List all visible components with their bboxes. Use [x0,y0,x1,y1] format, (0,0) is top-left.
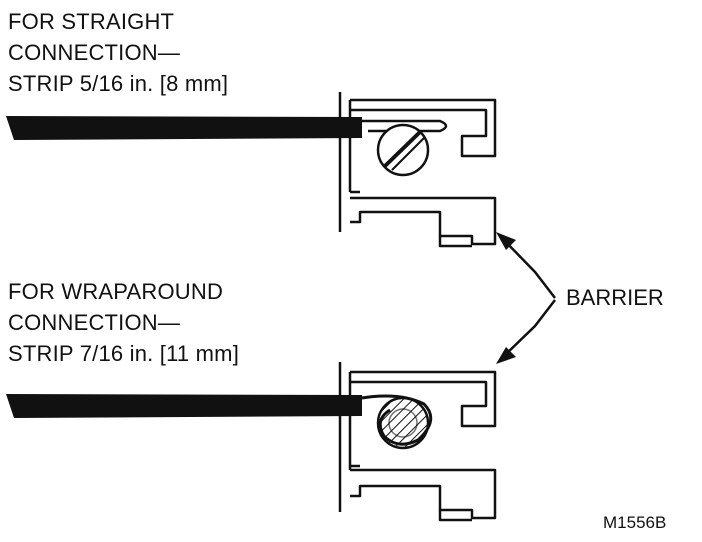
wraparound-wire [6,394,433,446]
lower-terminal-block [338,362,497,522]
barrier-arrows [502,238,556,358]
straight-label-line1: FOR STRAIGHT [8,9,175,34]
upper-terminal-screw [376,123,430,177]
straight-label-line2: CONNECTION— [8,40,181,65]
barrier-label: BARRIER [566,285,664,310]
lower-terminal-screw [376,396,430,450]
barrier-arrowheads [496,232,516,364]
upper-terminal-block [338,92,497,248]
wraparound-label-line2: CONNECTION— [8,310,181,335]
wraparound-label-line3: STRIP 7/16 in. [11 mm] [8,341,240,366]
figure-code: M1556B [603,513,667,532]
straight-label-line3: STRIP 5/16 in. [8 mm] [8,71,229,96]
straight-connection-label: FOR STRAIGHT CONNECTION— STRIP 5/16 in. … [8,6,228,99]
wraparound-label-line1: FOR WRAPAROUND [8,279,224,304]
wraparound-connection-label: FOR WRAPAROUND CONNECTION— STRIP 7/16 in… [8,276,239,369]
straight-wire [6,116,448,140]
